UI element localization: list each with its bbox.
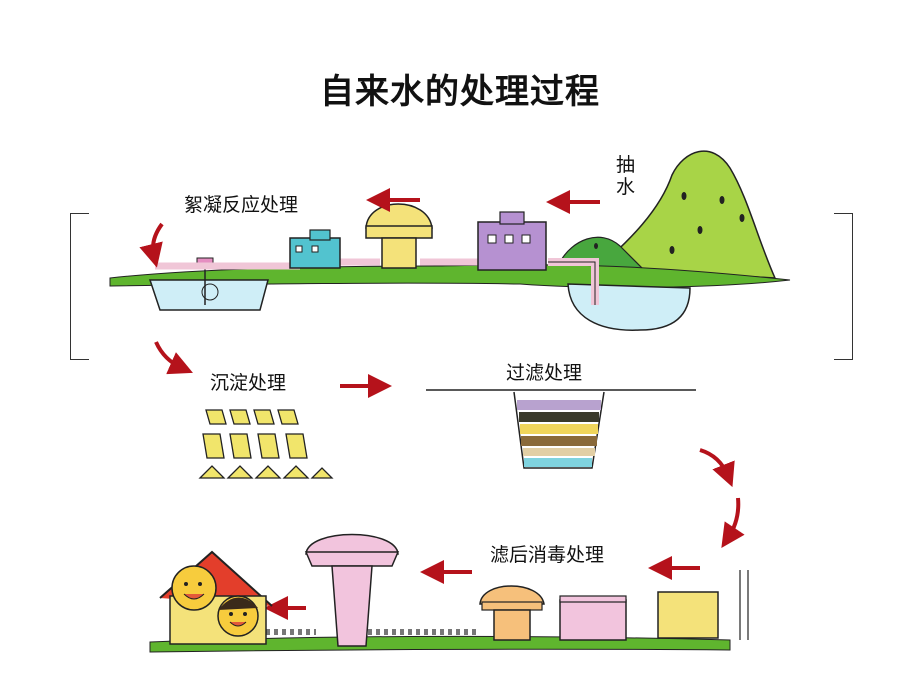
small-tower-icon [479, 585, 545, 641]
label-filtration: 过滤处理 [506, 362, 583, 384]
right-bracket [834, 213, 853, 360]
arrow-icon [699, 448, 735, 488]
arrow-icon [154, 341, 193, 375]
filter-bed-icon [426, 389, 696, 469]
label-intake: 抽水 [616, 154, 636, 198]
mountain-icon [559, 150, 777, 279]
coagulation-basin [148, 279, 269, 311]
swirl-icon [201, 283, 219, 301]
house-with-children-icon [159, 550, 273, 645]
label-sedimentation: 沉淀处理 [210, 372, 287, 394]
sedimentation-tanks [198, 409, 334, 479]
label-coagulation: 絮凝反应处理 [184, 194, 299, 216]
arrow-icon [721, 497, 745, 548]
arrow-icon [139, 222, 164, 268]
pumping-station-icon [477, 211, 547, 271]
water-tower-icon [304, 533, 400, 647]
treatment-building-icon [289, 229, 341, 269]
water-tower-icon [365, 203, 433, 269]
lake [567, 283, 691, 331]
disinfection-tank-icon [559, 595, 627, 641]
left-bracket [70, 213, 89, 360]
label-disinfection: 滤后消毒处理 [490, 544, 605, 566]
clear-water-tank-icon [657, 591, 719, 639]
diagram-title: 自来水的处理过程 [320, 72, 600, 112]
